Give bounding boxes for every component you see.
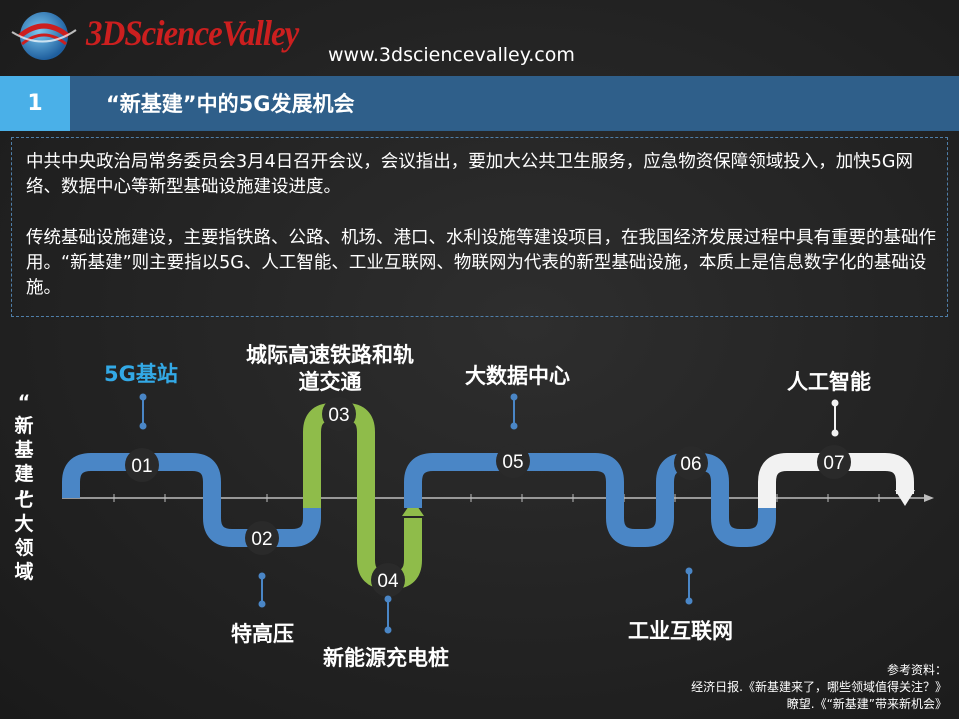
logo-text: 3DScienceValley: [86, 14, 299, 54]
track-segment-01-02: [62, 453, 321, 547]
side-char: “: [17, 391, 31, 413]
node-02: 02: [245, 521, 279, 555]
title-bar: [0, 76, 959, 131]
node-03: 03: [322, 397, 356, 431]
intro-paragraph-1: 中共中央政治局常务委员会3月4日召开会议，会议指出，要加大公共卫生服务，应急物资…: [26, 152, 913, 197]
side-char: 领: [14, 537, 34, 559]
side-label-top: “ 新 基 建 ”: [10, 390, 38, 510]
node-06: 06: [674, 446, 708, 480]
node-05: 05: [496, 444, 530, 478]
node-number: 02: [251, 529, 272, 550]
node-number: 07: [823, 453, 844, 474]
section-number: 1: [0, 76, 70, 131]
side-char: 新: [14, 415, 34, 437]
website-url: www.3dsciencevalley.com: [328, 44, 575, 66]
side-char: 域: [14, 561, 34, 583]
reference-2: 瞭望.《“新基建”带来新机会》: [786, 697, 947, 711]
node-number: 05: [502, 452, 523, 473]
connector-04: [384, 595, 392, 634]
side-label-bottom: 七 大 领 域: [10, 488, 38, 584]
references-title: 参考资料：: [886, 663, 947, 677]
field-label-01: 5G基站: [104, 362, 178, 386]
intro-textbox: [11, 137, 948, 317]
field-label-03: 城际高速铁路和轨 道交通: [246, 342, 414, 396]
connector-07: [831, 399, 839, 437]
field-label-05: 大数据中心: [465, 364, 570, 388]
node-number: 06: [680, 454, 701, 475]
globe-logo-icon: [11, 12, 77, 60]
node-number: 01: [131, 456, 152, 477]
connector-02: [258, 572, 266, 608]
node-07: 07: [817, 445, 851, 479]
connector-05: [510, 393, 518, 430]
side-char: 大: [14, 513, 34, 535]
connector-01: [139, 393, 147, 430]
side-char: 基: [14, 439, 34, 461]
field-label-02: 特高压: [231, 622, 294, 646]
track-segment-03-04: [303, 403, 422, 589]
page-title: “新基建”中的5G发展机会: [106, 92, 355, 116]
field-label-06: 工业互联网: [628, 619, 733, 643]
logo: 3DScienceValley: [10, 6, 299, 66]
side-char: ”: [17, 487, 31, 509]
connector-06: [685, 567, 693, 605]
side-char: 建: [14, 463, 34, 485]
field-label-04: 新能源充电桩: [323, 646, 449, 670]
node-04: 04: [371, 563, 405, 597]
references: 参考资料： 经济日报.《新基建来了，哪些领域值得关注？》 瞭望.《“新基建”带来…: [691, 662, 947, 713]
node-number: 03: [328, 405, 349, 426]
axis-arrow-icon: [924, 494, 934, 502]
field-label-03-line2: 道交通: [298, 370, 362, 394]
field-label-03-line1: 城际高速铁路和轨: [246, 343, 414, 367]
node-01: 01: [125, 448, 159, 482]
node-number: 04: [377, 571, 399, 592]
track-arrow-07-icon: [895, 490, 915, 506]
reference-1: 经济日报.《新基建来了，哪些领域值得关注？》: [691, 680, 947, 694]
side-char: 七: [14, 489, 34, 511]
track-segment-05-06: [404, 453, 776, 547]
field-label-07: 人工智能: [787, 370, 871, 394]
intro-paragraph-2: 传统基础设施建设，主要指铁路、公路、机场、港口、水利设施等建设项目，在我国经济发…: [26, 228, 936, 298]
